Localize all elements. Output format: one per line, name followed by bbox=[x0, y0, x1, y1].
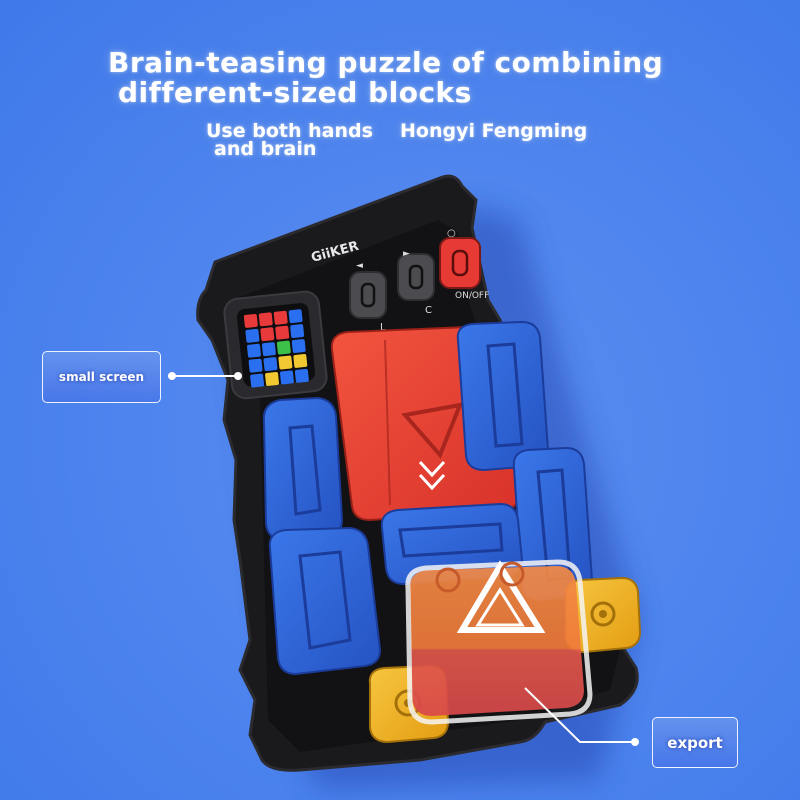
power-button: ○ ON/OFF bbox=[439, 228, 489, 301]
subline-part-2: and brain bbox=[214, 138, 317, 160]
small-screen bbox=[223, 290, 328, 400]
blue-block-right-top bbox=[456, 320, 550, 472]
screen-pixel bbox=[261, 342, 276, 357]
screen-pixel bbox=[276, 340, 291, 355]
callout-export: export bbox=[652, 717, 738, 768]
export-exit-block bbox=[405, 559, 593, 725]
screen-pixel bbox=[275, 325, 290, 340]
callout-small-screen: small screen bbox=[42, 351, 161, 403]
button-c-arrow: ► bbox=[403, 249, 410, 259]
blue-block-left-bottom bbox=[268, 526, 382, 676]
button-c: ► C bbox=[397, 249, 435, 316]
button-l-arrow: ◄ bbox=[356, 261, 363, 271]
power-symbol: ○ bbox=[447, 228, 456, 239]
screen-pixel bbox=[258, 312, 273, 327]
button-l: ◄ L bbox=[349, 261, 387, 333]
screen-pixel bbox=[290, 324, 305, 339]
screen-pixel bbox=[293, 353, 308, 368]
screen-pixel bbox=[250, 373, 265, 388]
screen-pixel bbox=[260, 327, 275, 342]
brand-text: Hongyi Fengming bbox=[400, 120, 588, 142]
screen-pixel bbox=[278, 355, 293, 370]
callout-connector-export bbox=[524, 687, 639, 746]
screen-pixel bbox=[265, 372, 279, 386]
screen-pixel bbox=[247, 343, 261, 358]
screen-pixel bbox=[245, 328, 260, 343]
power-label: ON/OFF bbox=[455, 291, 489, 301]
screen-pixel bbox=[291, 339, 306, 353]
screen-pixel bbox=[263, 357, 278, 372]
callout-connector-small-screen bbox=[168, 372, 242, 380]
subline-part-1: Use both hands bbox=[206, 120, 373, 142]
screen-pixel bbox=[288, 309, 303, 324]
button-l-label: L bbox=[380, 322, 386, 333]
headline-line-1: Brain-teasing puzzle of combining bbox=[108, 46, 664, 79]
headline-line-2: different-sized blocks bbox=[118, 76, 472, 109]
screen-pixel bbox=[248, 358, 263, 373]
screen-pixel bbox=[294, 368, 309, 383]
screen-pixel bbox=[243, 313, 258, 328]
button-c-label: C bbox=[425, 305, 432, 316]
blue-block-left-top bbox=[262, 396, 344, 542]
screen-pixel bbox=[280, 370, 294, 385]
screen-pixel bbox=[273, 310, 288, 325]
